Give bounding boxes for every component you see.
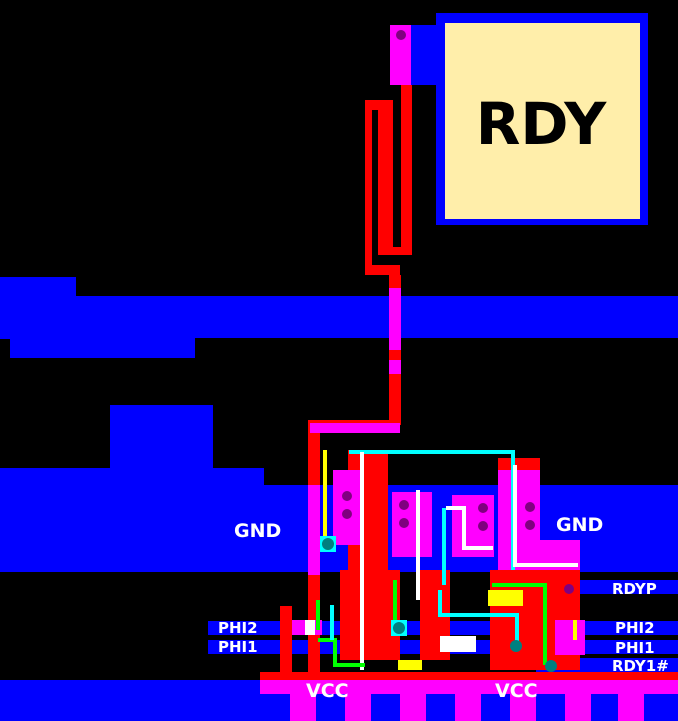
buried-contact-2: [393, 622, 405, 634]
metal-upper-lower-step: [10, 336, 195, 358]
metal-upper-band: [0, 296, 678, 338]
label-vcc-left: VCC: [306, 680, 349, 702]
label-phi2-left: PHI2: [218, 619, 258, 637]
vcc-finger-5: [510, 694, 536, 721]
buried-contact-4: [545, 660, 557, 672]
vcc-finger-6: [565, 694, 591, 721]
yellow-gate-1: [488, 590, 523, 606]
vcc-finger-4: [455, 694, 481, 721]
serpentine-resistor: [365, 85, 412, 275]
pad-contact: [396, 30, 406, 40]
green-wire-3: [492, 583, 547, 665]
diffusion-crossing-1: [389, 288, 401, 350]
buried-contact-3: [510, 640, 522, 652]
white-block: [440, 636, 476, 652]
contact-4b: [525, 520, 535, 530]
contacts: [342, 30, 574, 594]
white-wire-4: [513, 465, 578, 567]
pad-diffusion-contact: [390, 25, 411, 85]
vcc-finger-3: [400, 694, 426, 721]
interconnect-layer: [316, 450, 578, 670]
contact-3b: [478, 521, 488, 531]
label-phi2-right: PHI2: [615, 619, 655, 637]
label-phi1-left: PHI1: [218, 638, 258, 656]
vcc-finger-1: [290, 694, 316, 721]
diffusion-transistor-2: [392, 492, 432, 557]
contact-2b: [399, 518, 409, 528]
poly-left-stub: [280, 606, 292, 676]
contact-4a: [525, 502, 535, 512]
diffusion-vcc-strip: [260, 680, 678, 694]
contact-3a: [478, 503, 488, 513]
diffusion-top-bar: [310, 423, 400, 433]
rdy-pad: [445, 23, 640, 219]
label-rdy1n: RDY1#: [612, 657, 669, 675]
poly-gate-block-2: [340, 570, 400, 660]
diffusion-crossing-2: [389, 360, 401, 374]
label-rdyp: RDYP: [612, 580, 657, 598]
net-labels: GND GND VCC VCC PHI2 PHI1 RDYP PHI2 PHI1…: [218, 514, 669, 702]
white-contact-left: [305, 620, 315, 635]
diffusion-right-mid: [555, 620, 585, 655]
cyan-wire-lower: [438, 590, 519, 645]
contact-1a: [342, 491, 352, 501]
metal-gnd-bump: [110, 405, 213, 470]
label-vcc-right: VCC: [495, 680, 538, 702]
diffusion-left-strip: [308, 485, 320, 575]
buried-contact-1: [322, 538, 334, 550]
contact-2a: [399, 500, 409, 510]
vcc-finger-2: [345, 694, 371, 721]
rdyp-contact: [564, 584, 574, 594]
label-gnd-left: GND: [234, 520, 281, 542]
vcc-finger-7: [618, 694, 644, 721]
poly-vcc-strip: [260, 672, 678, 680]
rdy-pad-label: RDY: [476, 90, 608, 158]
diffusion-transistor-1: [333, 470, 363, 545]
green-wire-2: [316, 600, 365, 667]
yellow-gate-2: [398, 660, 422, 670]
white-wire-3: [446, 506, 493, 550]
label-phi1-right: PHI1: [615, 639, 655, 657]
diffusion-layer: [260, 25, 678, 721]
label-gnd-right: GND: [556, 514, 603, 536]
buried-contacts: [320, 536, 557, 672]
contact-1b: [342, 509, 352, 519]
